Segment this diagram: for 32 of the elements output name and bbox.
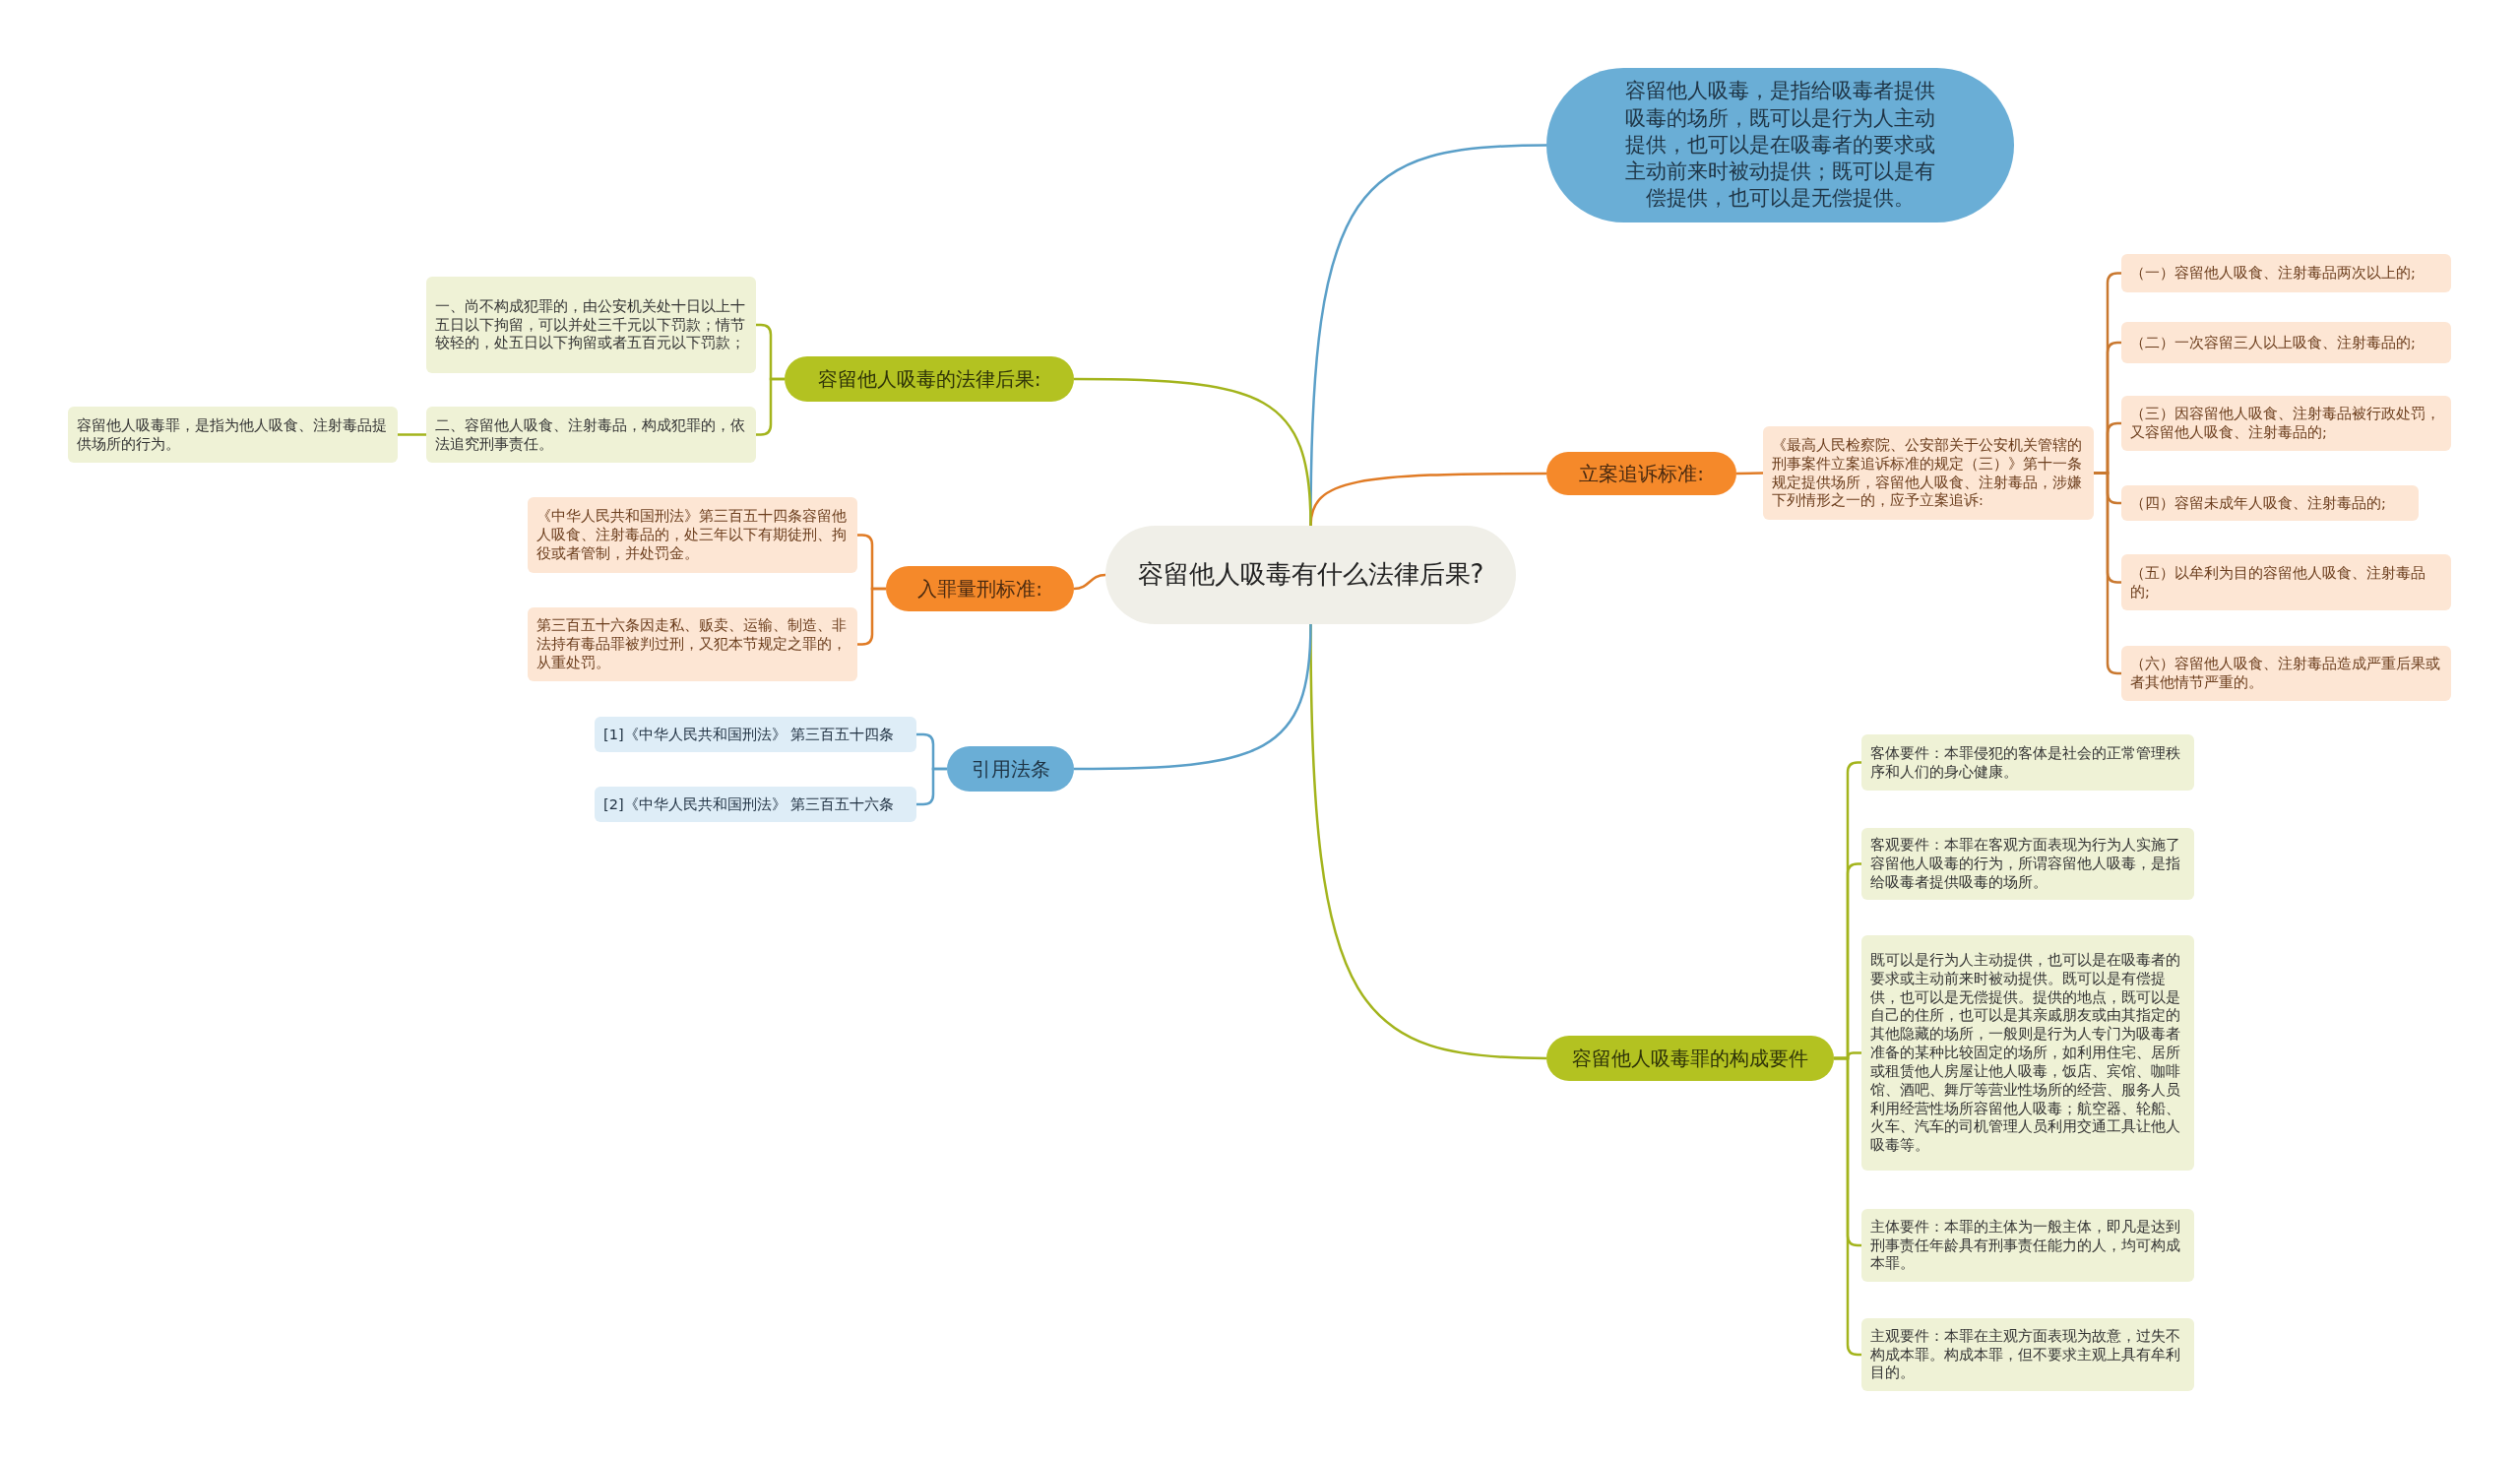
subtopic-box: 第三百五十六条因走私、贩卖、运输、制造、非法持有毒品罪被判过刑，又犯本节规定之罪的，从重处罚。	[528, 607, 857, 681]
branch-topic: 引用法条	[947, 746, 1074, 792]
connector-line	[398, 433, 426, 436]
citation-box: [2]《中华人民共和国刑法》 第三百五十六条	[595, 787, 916, 822]
subtopic-box: （五）以牟利为目的容留他人吸食、注射毒品的;	[2121, 554, 2451, 610]
subtopic-box: （六）容留他人吸食、注射毒品造成严重后果或者其他情节严重的。	[2121, 646, 2451, 701]
subtopic-box: 《中华人民共和国刑法》第三百五十四条容留他人吸食、注射毒品的，处三年以下有期徒刑、拘役或者管制，并处罚金。	[528, 497, 857, 573]
subtopic-box: （二）一次容留三人以上吸食、注射毒品的;	[2121, 322, 2451, 363]
connector-line	[1073, 573, 1106, 591]
connector-line	[1735, 472, 1764, 476]
subtopic-box: （四）容留未成年人吸食、注射毒品的;	[2121, 485, 2419, 521]
subtopic-box: 客观要件：本罪在客观方面表现为行为人实施了容留他人吸毒的行为，所谓容留他人吸毒，是指给吸毒者提供吸毒的场所。	[1861, 828, 2194, 900]
branch-topic: 容留他人吸毒的法律后果:	[785, 356, 1074, 402]
subtopic-box: 二、容留他人吸食、注射毒品，构成犯罪的，依法追究刑事责任。	[426, 407, 756, 463]
branch-topic: 容留他人吸毒罪的构成要件	[1546, 1036, 1834, 1081]
connector-line	[1074, 623, 1312, 771]
subtopic-box: 客体要件：本罪侵犯的客体是社会的正常管理秩序和人们的身心健康。	[1861, 734, 2194, 791]
citation-box: [1]《中华人民共和国刑法》 第三百五十四条	[595, 717, 916, 752]
topic-bubble: 容留他人吸毒，是指给吸毒者提供吸毒的场所，既可以是行为人主动提供，也可以是在吸毒者的要求或主动前来时被动提供；既可以是有偿提供，也可以是无偿提供。	[1546, 68, 2014, 222]
subtopic-box: （一）容留他人吸食、注射毒品两次以上的;	[2121, 254, 2451, 292]
subtopic-box: 主体要件：本罪的主体为一般主体，即凡是达到刑事责任年龄具有刑事责任能力的人，均可构成本罪。	[1861, 1209, 2194, 1282]
subtopic-box: 《最高人民检察院、公安部关于公安机关管辖的刑事案件立案追诉标准的规定（三）》第十一条规定提供场所，容留他人吸食、注射毒品，涉嫌下列情形之一的，应予立案追诉:	[1763, 426, 2094, 520]
subtopic-box: 容留他人吸毒罪，是指为他人吸食、注射毒品提供场所的行为。	[68, 407, 398, 463]
subtopic-box: 既可以是行为人主动提供，也可以是在吸毒者的要求或主动前来时被动提供。既可以是有偿提供，也可以是无偿提供。提供的地点，既可以是自己的住所，也可以是其亲戚朋友或由其指定的其他隐藏的场所，一般则是行为人专门为吸毒者准备的某种比较固定的场所，如利用住宅、居所或租赁他人房屋让他人吸毒，饭店、宾馆、咖啡馆、酒吧、舞厅等营业性场所的经营、服务人员利用经营性场所容留他人吸毒；航空器、轮船、火车、汽车的司机管理人员利用交通工具让他人吸毒等。	[1861, 935, 2194, 1171]
subtopic-box: （三）因容留他人吸食、注射毒品被行政处罚，又容留他人吸食、注射毒品的;	[2121, 396, 2451, 451]
branch-topic: 入罪量刑标准:	[886, 566, 1074, 611]
central-topic: 容留他人吸毒有什么法律后果?	[1105, 526, 1516, 624]
subtopic-box: 主观要件：本罪在主观方面表现为故意，过失不构成本罪。构成本罪，但不要求主观上具有牟利目的。	[1861, 1318, 2194, 1391]
connector-line	[916, 767, 947, 806]
connector-line	[1074, 377, 1312, 527]
subtopic-box: 一、尚不构成犯罪的，由公安机关处十日以上十五日以下拘留，可以并处三千元以下罚款；情节较轻的，处五日以下拘留或者五百元以下罚款；	[426, 277, 756, 373]
branch-topic: 立案追诉标准:	[1546, 452, 1736, 495]
